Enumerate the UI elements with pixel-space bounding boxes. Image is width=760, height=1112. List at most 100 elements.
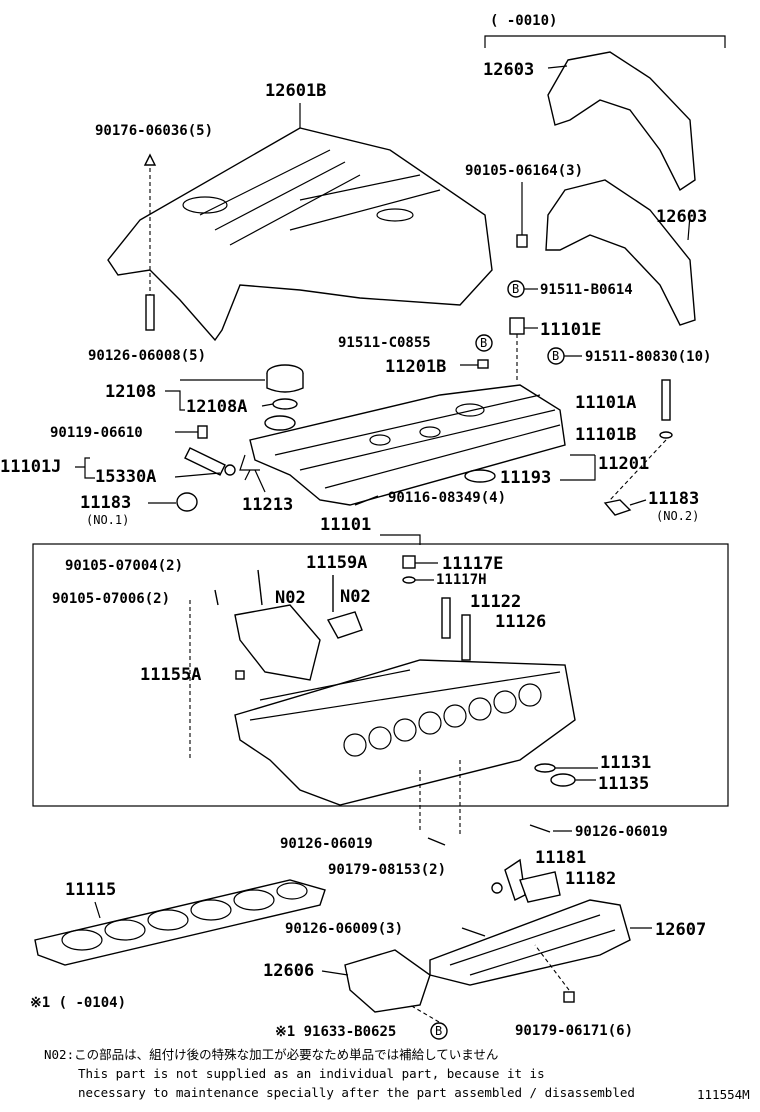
part-11213-gasket	[239, 454, 260, 481]
label-90176: 90176-06036(5)	[95, 123, 213, 139]
note-en-2: necessary to maintenance specially after…	[78, 1085, 635, 1100]
label-90179-08153: 90179-08153(2)	[328, 862, 446, 878]
label-mark-0104: ※1 ( -0104)	[30, 995, 126, 1011]
label-11101a: 11101A	[575, 393, 636, 413]
part-11131	[534, 763, 556, 773]
svg-text:B: B	[480, 336, 487, 350]
label-12603-mid: 12603	[656, 207, 707, 227]
label-12108: 12108	[105, 382, 156, 402]
label-11126: 11126	[495, 612, 546, 632]
part-11117h	[402, 576, 416, 584]
label-90119: 90119-06610	[50, 425, 143, 441]
part-90126-06009-stud	[461, 927, 486, 937]
label-12108a: 12108A	[186, 397, 247, 417]
label-11183-no1: 11183	[80, 493, 131, 513]
part-90105-06164-bolt	[516, 234, 528, 248]
part-11122-guide	[441, 597, 451, 639]
label-91511-b0614: 91511-B0614	[540, 282, 633, 298]
figure-id: 111554M	[697, 1087, 750, 1102]
label-91511-80830: 91511-80830(10)	[585, 349, 711, 365]
circle-b-4	[430, 1022, 448, 1040]
label-n02-a: N02	[275, 588, 306, 608]
label-91633: ※1 91633-B0625	[275, 1024, 396, 1040]
label-11101j: 11101J	[0, 457, 61, 477]
label-11182: 11182	[565, 869, 616, 889]
part-90176-nut	[143, 153, 157, 166]
range-bracket	[484, 35, 726, 48]
label-12607: 12607	[655, 920, 706, 940]
label-90126-06008: 90126-06008(5)	[88, 348, 206, 364]
part-12603-upper	[547, 51, 696, 192]
part-12606-insulator	[344, 949, 431, 1013]
label-11159a: 11159A	[306, 553, 367, 573]
part-11101b-washer	[659, 431, 673, 439]
label-11193: 11193	[500, 468, 551, 488]
label-11101: 11101	[320, 515, 371, 535]
part-90179-08153-nut	[491, 882, 503, 894]
part-90116-stud	[354, 495, 379, 506]
part-12108a-gasket	[272, 398, 298, 410]
circle-b-2	[475, 334, 493, 352]
part-12607-insulator	[429, 899, 631, 986]
part-90126-06019-a	[427, 837, 446, 846]
label-range-top: ( -0010)	[490, 13, 557, 29]
cylinder-head-group-box	[32, 543, 729, 807]
part-11115-head-gasket	[34, 879, 326, 966]
part-11183-no2	[603, 499, 632, 516]
svg-text:B: B	[512, 282, 519, 296]
label-12601b: 12601B	[265, 81, 326, 101]
part-11126-guide	[461, 614, 471, 661]
part-oil-filler-neck	[264, 415, 296, 431]
part-90126-06019-b	[529, 824, 551, 833]
part-cam-housing	[234, 604, 321, 681]
label-90126-06009: 90126-06009(3)	[285, 921, 403, 937]
label-90105-06164: 90105-06164(3)	[465, 163, 583, 179]
note-jp: N02:この部品は、組付け後の特殊な加工が必要なため単品では補給していません	[44, 1047, 498, 1062]
svg-text:B: B	[552, 349, 559, 363]
label-91511-c0855: 91511-C0855	[338, 335, 431, 351]
part-12601b-engine-cover	[107, 127, 493, 342]
label-11101e: 11101E	[540, 320, 601, 340]
label-90126-06019-a: 90126-06019	[280, 836, 373, 852]
part-11135	[550, 773, 576, 787]
label-12603-top: 12603	[483, 60, 534, 80]
part-cam-bearing-cap	[326, 611, 363, 639]
label-11201b: 11201B	[385, 357, 446, 377]
part-90105-07006-bolt	[214, 589, 219, 606]
label-no2: (NO.2)	[656, 509, 699, 523]
part-90105-07004-bolt	[257, 569, 263, 606]
part-15330a-sensor	[184, 447, 226, 476]
svg-text:B: B	[435, 1024, 442, 1038]
label-90126-06019-b: 90126-06019	[575, 824, 668, 840]
label-11117h: 11117H	[436, 572, 487, 588]
part-11101a-bolt	[661, 379, 671, 421]
label-90179-06171: 90179-06171(6)	[515, 1023, 633, 1039]
label-15330a: 15330A	[95, 467, 156, 487]
part-11193	[464, 469, 496, 483]
label-11155a: 11155A	[140, 665, 201, 685]
part-11183-no1	[176, 492, 198, 512]
part-12603-lower	[545, 179, 696, 326]
label-11213: 11213	[242, 495, 293, 515]
label-11117e: 11117E	[442, 554, 503, 574]
part-90179-06171-nut	[563, 991, 575, 1003]
part-11101-cylinder-head	[234, 659, 576, 806]
label-11101b: 11101B	[575, 425, 636, 445]
label-90105-07006: 90105-07006(2)	[52, 591, 170, 607]
label-90105-07004: 90105-07004(2)	[65, 558, 183, 574]
label-11135: 11135	[598, 774, 649, 794]
label-11131: 11131	[600, 753, 651, 773]
part-90119-bolt	[197, 425, 208, 439]
part-11182-gasket	[519, 871, 561, 903]
label-11122: 11122	[470, 592, 521, 612]
part-11117e	[402, 555, 416, 569]
part-11155a	[235, 670, 245, 680]
part-90126-06008-stud	[145, 294, 155, 331]
label-12606: 12606	[263, 961, 314, 981]
part-11101e	[509, 317, 525, 335]
label-11201: 11201	[598, 454, 649, 474]
label-11181: 11181	[535, 848, 586, 868]
note-en-1: This part is not supplied as an individu…	[78, 1066, 545, 1081]
